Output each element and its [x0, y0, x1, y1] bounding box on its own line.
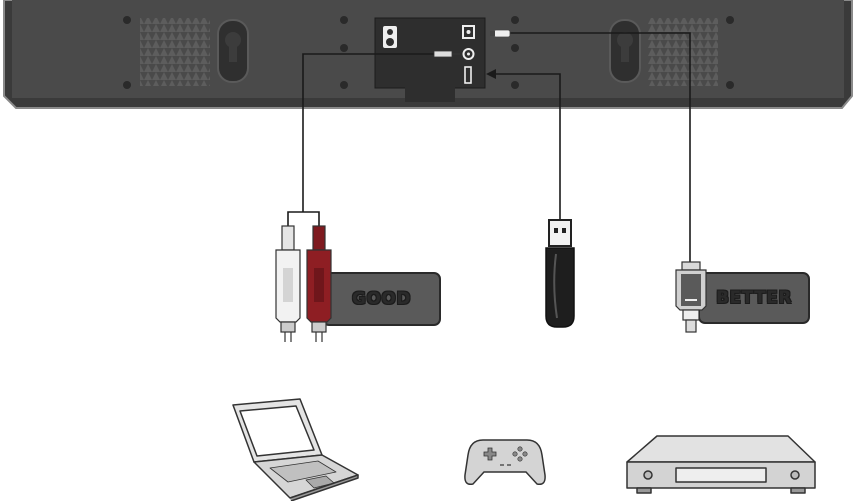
dvd-player-icon	[627, 436, 815, 493]
rca-white-plug	[276, 226, 300, 342]
speaker-icon	[383, 26, 397, 48]
good-label: GOOD	[323, 284, 440, 314]
right-wall-mount	[610, 20, 640, 82]
usb-stick-icon	[546, 220, 574, 327]
optical-plug-small	[490, 30, 510, 37]
right-grille	[648, 18, 718, 86]
left-wall-mount	[218, 20, 248, 82]
laptop-icon	[233, 399, 358, 501]
gamepad-icon	[465, 440, 545, 484]
better-label: BETTER	[699, 283, 809, 313]
left-grille	[140, 18, 210, 86]
